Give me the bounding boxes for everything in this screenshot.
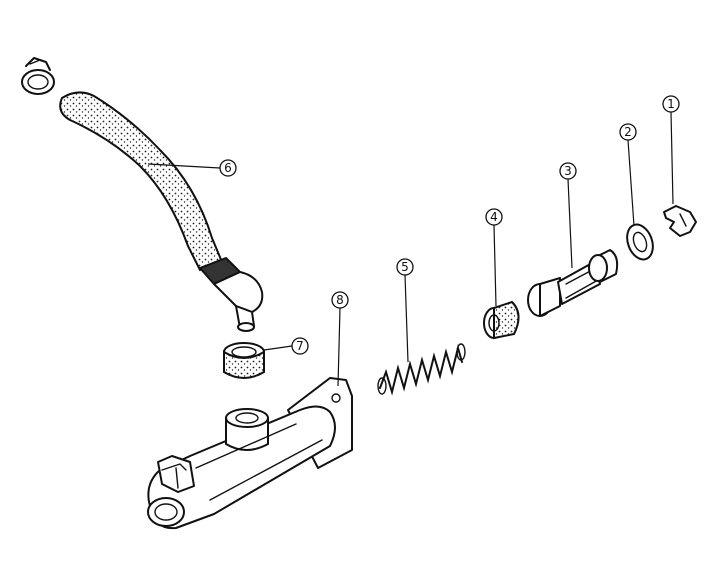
callout-label-7: 7 — [296, 339, 304, 353]
callout-label-8: 8 — [336, 293, 344, 307]
callout-marker-6: 6 — [219, 159, 237, 177]
callout-marker-2: 2 — [619, 123, 637, 141]
callout-label-6: 6 — [224, 161, 232, 175]
washer-part-2 — [626, 223, 654, 261]
hose-body — [59, 91, 224, 272]
piston-part-3 — [527, 249, 619, 317]
callout-label-4: 4 — [490, 210, 498, 224]
cylinder-body-part-8 — [147, 377, 353, 530]
callout-label-3: 3 — [564, 164, 572, 178]
callout-marker-3: 3 — [559, 162, 577, 180]
hose-clamp — [21, 57, 55, 95]
seal-part-7 — [223, 342, 265, 379]
hose-fitting — [199, 257, 264, 332]
cup-seal-part-4 — [483, 300, 520, 340]
callout-label-1: 1 — [667, 97, 675, 111]
spring-part-5 — [377, 343, 466, 396]
hose-assembly-part — [21, 57, 264, 332]
callout-marker-4: 4 — [485, 208, 503, 226]
callout-leaders — [147, 111, 674, 387]
callout-marker-8: 8 — [331, 291, 349, 309]
callout-marker-1: 1 — [662, 95, 680, 113]
retaining-clip-part-1 — [663, 205, 697, 237]
callout-label-2: 2 — [624, 125, 632, 139]
callout-marker-7: 7 — [291, 337, 309, 355]
callout-marker-5: 5 — [396, 258, 414, 276]
callout-label-5: 5 — [401, 260, 409, 274]
